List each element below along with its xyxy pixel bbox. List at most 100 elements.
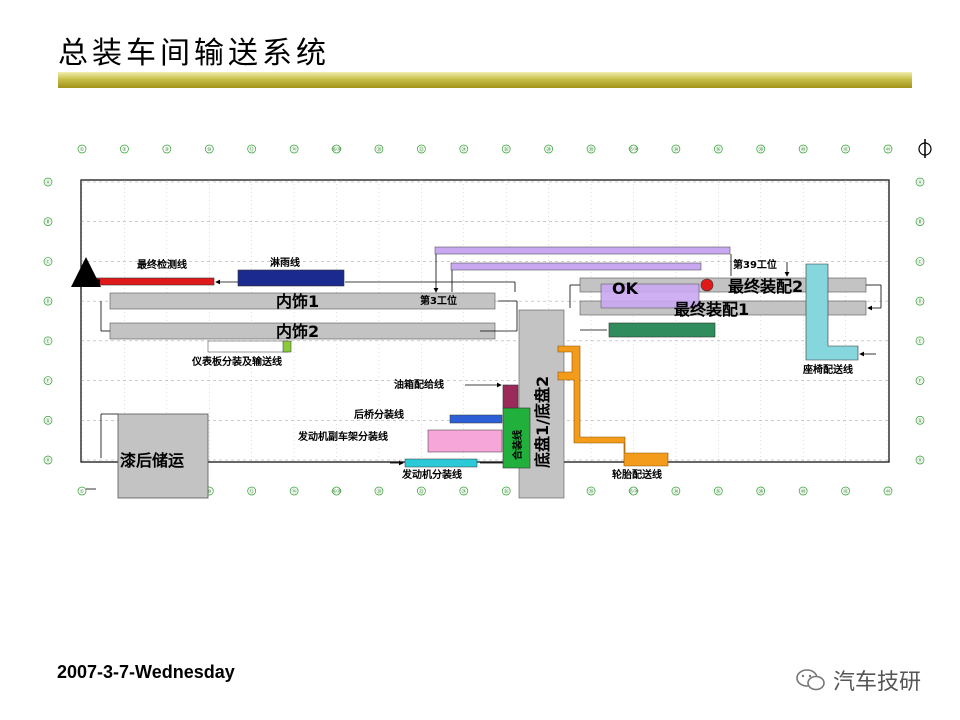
merge-line [502, 407, 531, 469]
row-axis-label: Ⓐ [45, 179, 50, 186]
rain-test-line [237, 269, 345, 287]
column-axis-label: ㉚ [589, 146, 594, 153]
column-axis-marker [798, 144, 808, 154]
column-axis-label: ㉚ [589, 488, 594, 495]
column-axis-label: ⑳ [376, 146, 381, 153]
column-axis-label: ② [122, 147, 127, 153]
final-assembly-2-label: 最终装配2 [728, 277, 803, 296]
paint-storage-label: 漆后储运 [120, 451, 184, 470]
row-axis-label: Ⓑ [917, 219, 922, 226]
column-axis-marker [77, 144, 87, 154]
row-axis-label: Ⓑ [45, 219, 50, 226]
title-underline-bar [58, 72, 912, 88]
column-axis-marker [629, 486, 638, 496]
station-39-label: 第39工位 [733, 258, 777, 271]
row-axis-label: Ⓖ [45, 417, 50, 424]
column-axis-marker [120, 144, 129, 154]
column-axis-label: ㊹ [885, 146, 890, 153]
column-axis-marker [586, 144, 596, 154]
overhead-return-line-lower [450, 262, 702, 271]
row-axis-marker [43, 296, 53, 306]
rear-axle-line [449, 414, 503, 424]
engine-line [404, 458, 478, 468]
column-axis-label: ⑩ [207, 147, 212, 153]
row-axis-label: Ⓓ [917, 298, 922, 305]
column-axis-label: ⑳ [376, 488, 381, 495]
row-axis-marker [915, 415, 925, 425]
column-axis-label: ⑭ [292, 146, 297, 153]
column-axis-marker [501, 144, 511, 154]
row-axis-label: Ⓔ [917, 338, 922, 345]
column-axis-marker [629, 144, 638, 154]
column-axis-marker [289, 486, 299, 496]
column-axis-marker [671, 144, 681, 154]
final-inspection-line [95, 277, 215, 286]
column-axis-marker [798, 486, 808, 496]
row-axis-label: Ⓕ [917, 378, 922, 385]
column-axis-label: ㉞ [673, 146, 678, 153]
row-axis-marker [915, 376, 925, 385]
row-axis-label: Ⓖ [917, 417, 922, 424]
column-axis-label: ① [80, 489, 85, 495]
column-axis-label: ㉒ [419, 488, 424, 495]
column-axis-marker [883, 144, 893, 154]
seat-label: 座椅配送线 [802, 363, 853, 376]
column-axis-marker [162, 144, 172, 154]
row-axis-label: Ⓓ [45, 298, 50, 305]
row-axis-marker [43, 415, 53, 425]
column-axis-marker [713, 486, 723, 496]
column-axis-marker [77, 486, 87, 496]
column-axis-label: ⑬⑭ [628, 488, 638, 495]
row-axis-marker [915, 217, 925, 227]
column-axis-marker [841, 144, 850, 154]
column-axis-marker [756, 144, 766, 154]
fuel-tank-label: 油箱配给线 [394, 378, 444, 391]
row-axis-label: Ⓐ [917, 179, 922, 186]
row-axis-marker [915, 296, 925, 306]
column-axis-label: ㉔ [461, 488, 466, 495]
final-assembly-buffer [608, 322, 716, 338]
row-axis-marker [915, 177, 925, 187]
column-axis-label: ㉖ [504, 488, 509, 495]
column-axis-marker [247, 486, 257, 496]
row-axis-marker [915, 257, 925, 266]
fuel-tank-feed-block [502, 384, 519, 409]
row-axis-marker [915, 455, 925, 465]
column-axis-marker [756, 486, 766, 496]
overhead-return-line-upper [434, 246, 731, 255]
column-axis-label: ⑭ [292, 488, 297, 495]
column-axis-marker [289, 144, 299, 154]
column-axis-marker [204, 144, 214, 154]
ok-label: OK [612, 279, 639, 298]
paint-storage-block [117, 413, 209, 499]
dashboard-label: 仪表板分装及输送线 [191, 355, 282, 368]
row-axis-label: Ⓕ [45, 378, 50, 385]
trim-line-2-label: 内饰2 [276, 322, 319, 341]
column-axis-label: ㉞ [673, 488, 678, 495]
row-axis-label: Ⓔ [45, 338, 50, 345]
merge-label: 合装线 [511, 430, 524, 461]
column-axis-marker [417, 144, 426, 154]
column-axis-label: ㉔ [461, 146, 466, 153]
dashboard-subline [207, 340, 289, 353]
row-axis-marker [915, 336, 925, 346]
column-axis-marker [544, 144, 553, 154]
column-axis-label: ㊵ [801, 146, 806, 153]
row-axis-marker [43, 257, 53, 266]
column-axis-marker [417, 486, 426, 496]
column-axis-marker [671, 486, 681, 496]
column-axis-label: ㊹ [885, 488, 890, 495]
column-axis-marker [247, 144, 257, 154]
row-axis-marker [43, 376, 53, 385]
row-axis-label: Ⓒ [45, 258, 50, 265]
column-axis-marker [459, 486, 469, 496]
engine-subframe-line [427, 429, 503, 453]
final-inspection-label: 最终检测线 [137, 258, 187, 271]
wheel-label: 轮胎配送线 [612, 468, 662, 481]
column-axis-label: ⑯⑱ [332, 488, 342, 495]
column-axis-label: ㊳ [758, 488, 763, 495]
exit-arrow-icon [71, 257, 102, 288]
ok-zone [600, 283, 700, 309]
